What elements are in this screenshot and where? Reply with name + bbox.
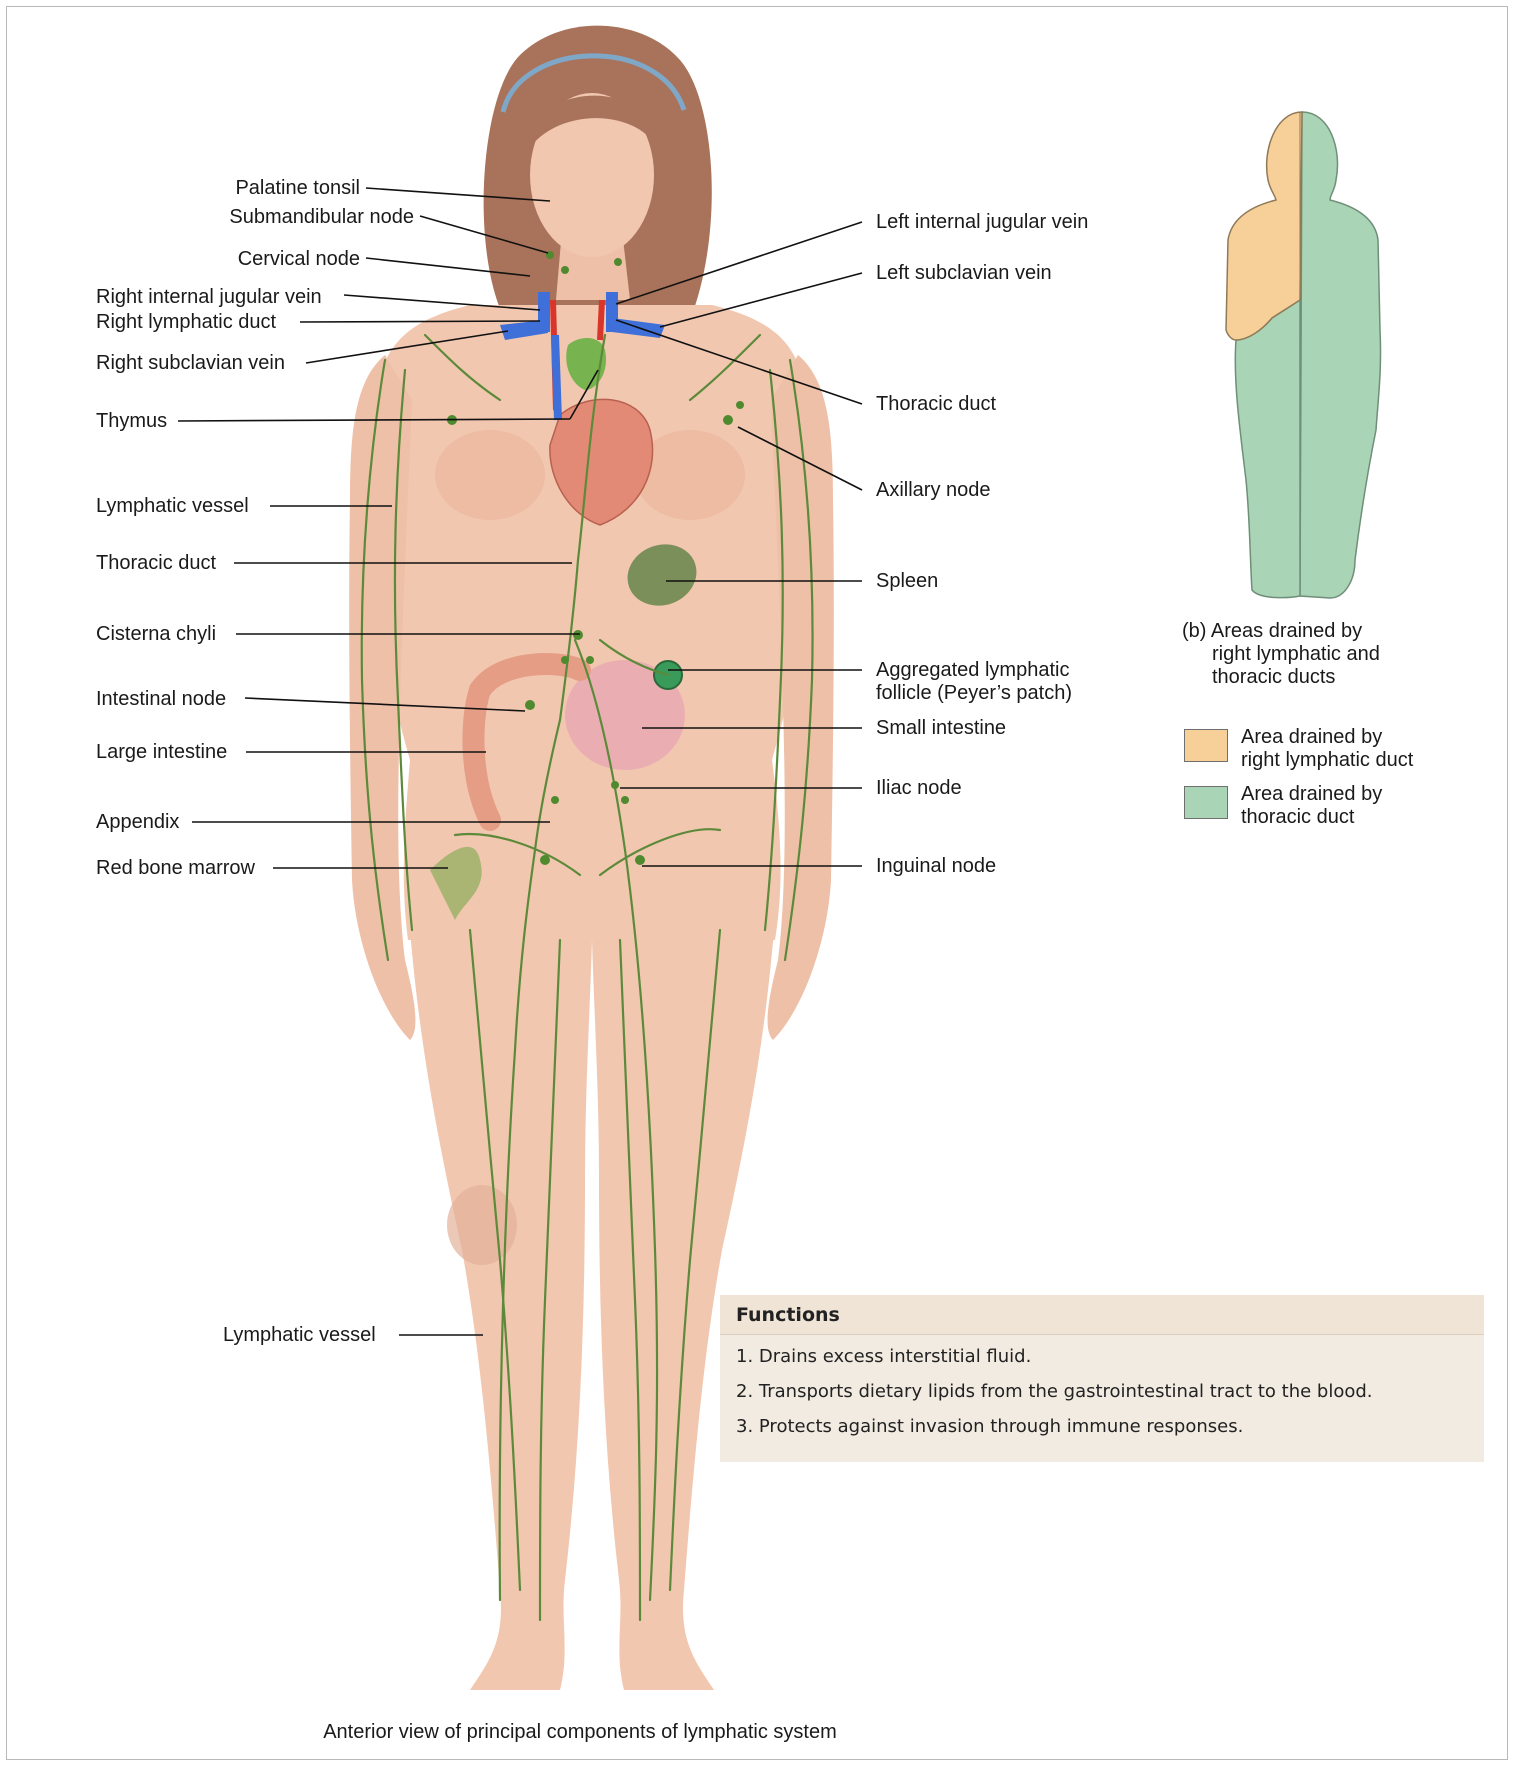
label-left-internal-jugular-vein: Left internal jugular vein (876, 211, 1088, 234)
legend-swatch-right-lymphatic (1184, 729, 1228, 762)
label-small-intestine: Small intestine (876, 717, 1006, 740)
label-lymphatic-vessel-leg: Lymphatic vessel (223, 1324, 376, 1347)
label-right-subclavian-vein: Right subclavian vein (96, 352, 285, 375)
function-item: 1. Drains excess interstitial fluid. (736, 1346, 1031, 1367)
label-left-subclavian-vein: Left subclavian vein (876, 262, 1052, 285)
label-large-intestine: Large intestine (96, 741, 227, 764)
legend-swatch-thoracic (1184, 786, 1228, 819)
label-right-internal-jugular-vein: Right internal jugular vein (96, 286, 322, 309)
label-intestinal-node: Intestinal node (96, 688, 226, 711)
label-red-bone-marrow: Red bone marrow (96, 857, 255, 880)
label-cervical-node: Cervical node (120, 248, 360, 271)
leader-right-lymphatic-duct (300, 321, 540, 322)
drainage-inset-figure (1226, 112, 1381, 598)
function-item: 2. Transports dietary lipids from the ga… (736, 1381, 1373, 1402)
label-aggregated-follicle-line2: follicle (Peyer’s patch) (876, 682, 1072, 705)
legend-label-right-lymphatic-line2: right lymphatic duct (1241, 749, 1413, 772)
superior-vena-cava (555, 335, 558, 420)
label-appendix: Appendix (96, 811, 179, 834)
breast-right (435, 430, 545, 520)
legend-label-thoracic-line2: thoracic duct (1241, 806, 1354, 829)
right-leg (410, 930, 592, 1690)
label-cisterna-chyli: Cisterna chyli (96, 623, 216, 646)
label-palatine-tonsil: Palatine tonsil (120, 177, 360, 200)
label-aggregated-follicle-line1: Aggregated lymphatic (876, 659, 1069, 682)
inset-caption-line1: (b) Areas drained by (1182, 620, 1362, 643)
label-right-lymphatic-duct: Right lymphatic duct (96, 311, 276, 334)
label-submandibular-node: Submandibular node (120, 206, 414, 229)
figure-caption: Anterior view of principal components of… (0, 1721, 1160, 1744)
label-axillary-node: Axillary node (876, 479, 991, 502)
inset-body-right-lymphatic-area (1226, 112, 1302, 340)
label-spleen: Spleen (876, 570, 938, 593)
legend-label-thoracic-line1: Area drained by (1241, 783, 1382, 806)
functions-header: Functions (720, 1295, 1484, 1335)
label-iliac-node: Iliac node (876, 777, 962, 800)
label-thoracic-duct-left: Thoracic duct (96, 552, 216, 575)
inset-body-thoracic-area-lower (1235, 300, 1300, 598)
function-item: 3. Protects against invasion through imm… (736, 1416, 1243, 1437)
inset-body-thoracic-area (1300, 112, 1381, 598)
label-thoracic-duct-right: Thoracic duct (876, 393, 996, 416)
label-thymus: Thymus (96, 410, 167, 433)
label-inguinal-node: Inguinal node (876, 855, 996, 878)
functions-title: Functions (736, 1304, 840, 1326)
label-lymphatic-vessel: Lymphatic vessel (96, 495, 249, 518)
legend-label-right-lymphatic-line1: Area drained by (1241, 726, 1382, 749)
inset-caption-line3: thoracic ducts (1212, 666, 1335, 689)
inset-caption-line2: right lymphatic and (1212, 643, 1380, 666)
functions-box: Functions 1. Drains excess interstitial … (720, 1295, 1484, 1462)
